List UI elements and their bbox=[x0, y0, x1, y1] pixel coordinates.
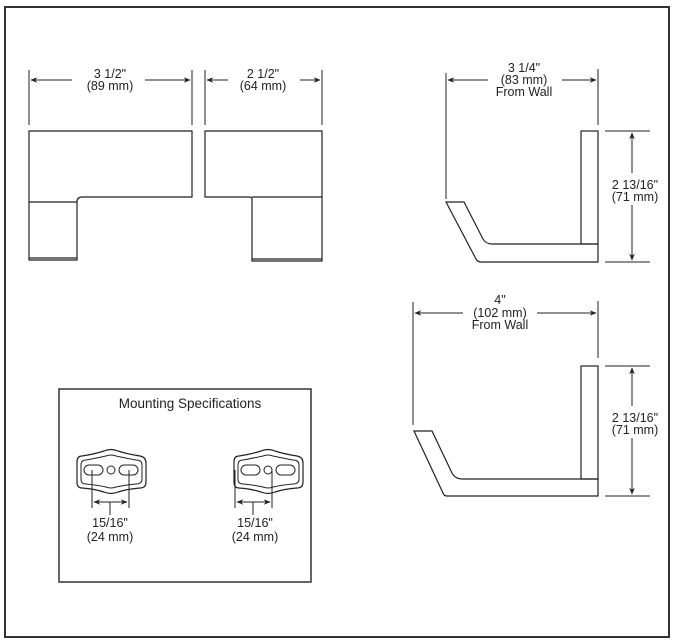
depth-mm-label: (102 mm) bbox=[473, 306, 526, 320]
width-label: 2 1/2" bbox=[247, 67, 279, 81]
width-label: 3 1/2" bbox=[94, 67, 126, 81]
width-mm-label: (64 mm) bbox=[240, 79, 287, 93]
spacing-label: 15/16" bbox=[92, 516, 128, 530]
height-mm-label: (71 mm) bbox=[612, 190, 659, 204]
width-mm-label: (89 mm) bbox=[87, 79, 134, 93]
depth-label: 3 1/4" bbox=[508, 61, 540, 75]
height-label: 2 13/16" bbox=[612, 178, 658, 192]
height-mm-label: (71 mm) bbox=[612, 423, 659, 437]
mounting-specifications: Mounting Specifications 15/16" (24 mm) bbox=[58, 388, 312, 583]
side-view-short: 3 1/4" (83 mm) From Wall 2 13/16" (71 mm… bbox=[445, 61, 659, 263]
depth-mm-label: (83 mm) bbox=[501, 73, 548, 87]
front-view-wide: 3 1/2" (89 mm) bbox=[28, 67, 193, 261]
side-view-long: 4" (102 mm) From Wall 2 13/16" (71 mm) bbox=[412, 293, 659, 497]
mounting-bracket-left: 15/16" (24 mm) bbox=[76, 448, 147, 544]
depth-note: From Wall bbox=[496, 85, 552, 99]
depth-note: From Wall bbox=[472, 318, 528, 332]
mounting-title: Mounting Specifications bbox=[119, 396, 262, 411]
spacing-mm-label: (24 mm) bbox=[232, 530, 279, 544]
height-label: 2 13/16" bbox=[612, 411, 658, 425]
front-view-narrow: 2 1/2" (64 mm) bbox=[204, 67, 323, 262]
mounting-bracket-right: 15/16" (24 mm) bbox=[232, 448, 304, 544]
page-frame bbox=[4, 6, 670, 638]
depth-label: 4" bbox=[494, 293, 505, 307]
spacing-label: 15/16" bbox=[237, 516, 273, 530]
spacing-mm-label: (24 mm) bbox=[87, 530, 134, 544]
